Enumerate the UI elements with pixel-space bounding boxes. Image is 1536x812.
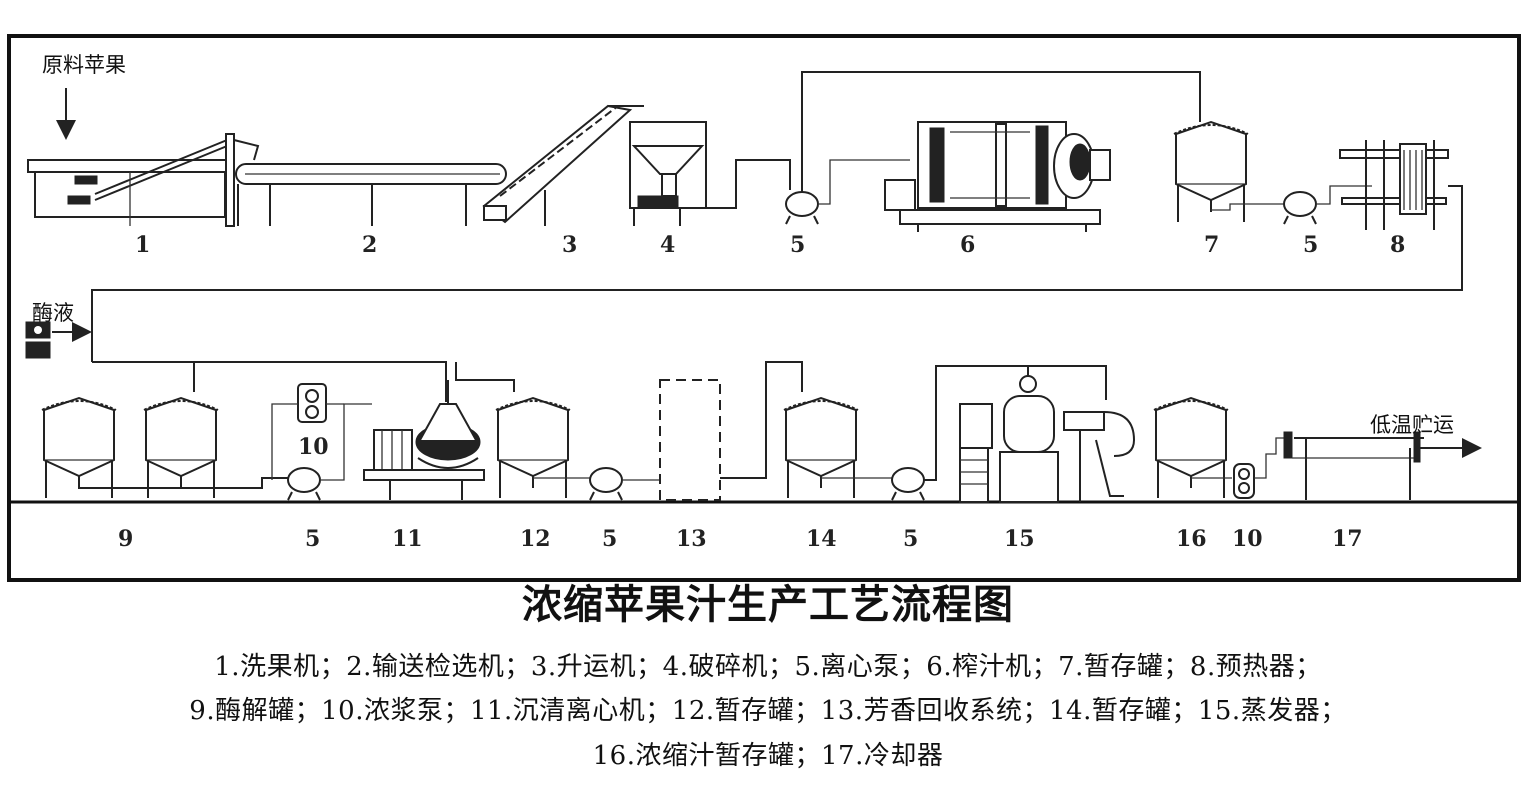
svg-text:12: 12 [520,526,551,552]
svg-text:10: 10 [1232,526,1263,552]
pipe-5-7 [801,71,1201,192]
centrifugal-pump-2 [1283,191,1317,225]
holding-tank-7 [1173,121,1249,223]
svg-text:酶液: 酶液 [32,301,74,325]
raw-apple-label: 原料苹果 [42,53,126,77]
svg-text:13: 13 [676,526,707,552]
svg-text:7: 7 [1204,232,1219,258]
diagram-frame [7,34,1521,582]
pipe-7-5 [1211,203,1286,211]
crusher [629,121,707,226]
pipe-5-6 [818,159,910,205]
enzyme-liquid-label: 酶液 [32,301,74,325]
row2-numbers: 9 5 10 11 12 5 13 14 5 15 16 10 17 [118,526,1363,552]
svg-text:14: 14 [806,526,837,552]
centrifugal-pump-5 [891,467,925,501]
apple-washer [27,133,260,227]
conveyor-sorter [235,163,507,226]
aroma-recovery-system [659,379,721,501]
preheater [1339,140,1449,230]
svg-text:15: 15 [1004,526,1035,552]
low-temp-storage-label: 低温贮运 [1370,413,1454,437]
holding-tank-14 [783,397,859,499]
svg-text:6: 6 [960,232,975,258]
row1-numbers: 1 2 3 4 5 6 7 5 8 [135,232,1405,258]
svg-text:低温贮运: 低温贮运 [1370,413,1454,437]
evaporator [959,366,1136,503]
svg-text:1: 1 [135,232,150,258]
clarifying-centrifuge [363,380,485,500]
svg-text:8: 8 [1390,232,1405,258]
svg-text:3: 3 [562,232,577,258]
pipe-9-5 [78,477,290,489]
cooler [1283,431,1424,500]
elevator [482,104,644,226]
svg-text:16: 16 [1176,526,1207,552]
juice-press [884,121,1111,232]
svg-text:17: 17 [1332,526,1363,552]
svg-text:5: 5 [1303,232,1318,258]
centrifugal-pump-4 [589,467,623,501]
diagram-title: 浓缩苹果汁生产工艺流程图 [522,582,1014,628]
svg-text:2: 2 [362,232,377,258]
centrifugal-pump-3 [287,467,321,501]
svg-text:10: 10 [298,434,329,460]
legend-line-3: 16.浓缩汁暂存罐；17.冷却器 [592,741,944,771]
pipe-4-5 [706,159,791,209]
holding-tank-12 [495,397,571,499]
legend-line-1: 1.洗果机；2.输送检选机；3.升运机；4.破碎机；5.离心泵；6.榨汁机；7.… [214,652,1322,682]
pipe-8-9 [91,185,1463,362]
svg-text:5: 5 [790,232,805,258]
svg-text:原料苹果: 原料苹果 [42,53,126,77]
slurry-pump: 10 [271,383,344,480]
svg-text:5: 5 [903,526,918,552]
svg-text:9: 9 [118,526,133,552]
concentrate-tank [1153,397,1229,499]
slurry-pump-2 [1233,463,1255,499]
legend-line-2: 9.酶解罐；10.浓浆泵；11.沉清离心机；12.暂存罐；13.芳香回收系统；1… [189,696,1347,726]
svg-text:4: 4 [660,232,675,258]
svg-text:11: 11 [392,526,423,552]
flow-diagram: 原料苹果 [7,34,1521,582]
svg-text:5: 5 [305,526,320,552]
centrifugal-pump [785,191,819,225]
svg-text:5: 5 [602,526,617,552]
